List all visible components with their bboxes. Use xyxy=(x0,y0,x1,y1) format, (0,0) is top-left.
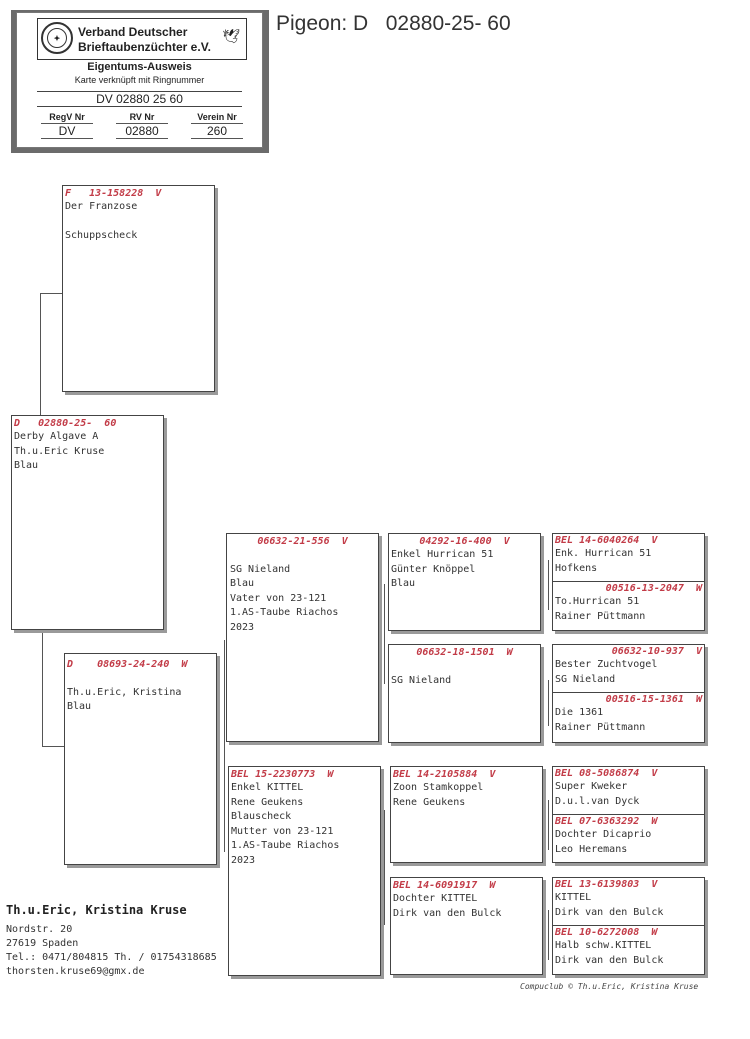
pigeon-box-ddd: BEL 14-6091917 W Dochter KITTEL Dirk van… xyxy=(390,877,543,975)
pigeon-icon: 🕊 xyxy=(222,29,240,45)
pigeon-details: Die 1361 Rainer Püttmann xyxy=(555,707,646,733)
pigeon-box-dsdd: 00516-15-1361 W Die 1361 Rainer Püttmann xyxy=(552,692,705,743)
connector-line xyxy=(42,746,64,747)
pigeon-details: Th.u.Eric, Kristina Blau xyxy=(67,686,182,713)
ring-number: 06632-10-937 V xyxy=(611,646,702,657)
pigeon-box-dddd: BEL 10-6272008 W Halb schw.KITTEL Dirk v… xyxy=(552,925,705,975)
ring-number: BEL 14-6091917 W xyxy=(393,880,496,891)
pigeon-details: KITTEL Dirk van den Bulck xyxy=(555,892,664,918)
ring-number: BEL 13-6139803 V xyxy=(555,879,658,890)
ring-number: D 02880-25- 60 xyxy=(14,418,117,429)
ring-number: BEL 15-2230773 W xyxy=(231,769,334,780)
pigeon-details: Super Kweker D.u.l.van Dyck xyxy=(555,781,640,807)
pigeon-box-ddsd: BEL 07-6363292 W Dochter Dicaprio Leo He… xyxy=(552,814,705,863)
card-col-header-verein: Verein Nr xyxy=(197,112,237,122)
ring-number: BEL 14-6040264 V xyxy=(555,535,658,546)
card-col-value-verein: 260 xyxy=(191,123,243,139)
pigeon-box-dam-sire: 06632-21-556 V SG Nieland Blau Vater von… xyxy=(226,533,379,742)
footer-credit: Compuclub © Th.u.Eric, Kristina Kruse xyxy=(520,982,699,991)
connector-line xyxy=(40,293,62,294)
ring-number: 06632-18-1501 W xyxy=(416,647,513,658)
connector-line xyxy=(548,560,549,610)
pigeon-details: Enkel Hurrican 51 Günter Knöppel Blau xyxy=(391,549,494,589)
pigeon-box-dds: BEL 14-2105884 V Zoon Stamkoppel Rene Ge… xyxy=(390,766,543,863)
ownership-card: ✦ Verband Deutscher Brieftaubenzüchter e… xyxy=(16,12,263,148)
pigeon-box-dam-dam: BEL 15-2230773 W Enkel KITTEL Rene Geuke… xyxy=(228,766,381,976)
ring-number: BEL 08-5086874 V xyxy=(555,768,658,779)
card-col-header-rv: RV Nr xyxy=(129,112,155,122)
pigeon-details: Dochter KITTEL Dirk van den Bulck xyxy=(393,893,502,919)
ring-number: BEL 10-6272008 W xyxy=(555,927,658,938)
pigeon-box-dsss: BEL 14-6040264 V Enk. Hurrican 51 Hofken… xyxy=(552,533,705,582)
pigeon-details: SG Nieland Blau Vater von 23-121 1.AS-Ta… xyxy=(230,563,339,633)
connector-line xyxy=(42,630,43,746)
ring-number: BEL 14-2105884 V xyxy=(393,769,496,780)
owner-street: Nordstr. 20 xyxy=(6,924,73,935)
pigeon-box-subject: D 02880-25- 60 Derby Algave A Th.u.Eric … xyxy=(11,415,164,630)
ring-number: 00516-15-1361 W xyxy=(605,694,702,705)
pigeon-details: Halb schw.KITTEL Dirk van den Bulck xyxy=(555,940,664,966)
pigeon-box-dsd: 06632-18-1501 W SG Nieland xyxy=(388,644,541,743)
owner-phone: Tel.: 0471/804815 Th. / 01754318685 xyxy=(6,952,217,963)
pigeon-details: SG Nieland xyxy=(391,674,452,686)
pigeon-box-ddss: BEL 08-5086874 V Super Kweker D.u.l.van … xyxy=(552,766,705,815)
pigeon-details: Enkel KITTEL Rene Geukens Blauscheck Mut… xyxy=(231,782,340,866)
card-header: ✦ Verband Deutscher Brieftaubenzüchter e… xyxy=(37,18,247,60)
ring-number: D 08693-24-240 W xyxy=(67,659,188,670)
ring-number: F 13-158228 V xyxy=(65,188,162,199)
connector-line xyxy=(384,810,385,925)
pigeon-details: Enk. Hurrican 51 Hofkens xyxy=(555,548,652,574)
connector-line xyxy=(384,584,385,684)
card-subtitle: Karte verknüpft mit Ringnummer xyxy=(74,75,205,85)
card-col-value-regv: DV xyxy=(41,123,93,139)
pigeon-box-ddds: BEL 13-6139803 V KITTEL Dirk van den Bul… xyxy=(552,877,705,926)
ring-number: 04292-16-400 V xyxy=(419,536,510,547)
association-logo: ✦ xyxy=(41,22,73,54)
connector-line xyxy=(548,800,549,850)
owner-city: 27619 Spaden xyxy=(6,938,79,949)
pigeon-box-dam: D 08693-24-240 W Th.u.Eric, Kristina Bla… xyxy=(64,653,217,865)
card-title: Eigentums-Ausweis xyxy=(87,61,192,73)
pigeon-box-dss: 04292-16-400 V Enkel Hurrican 51 Günter … xyxy=(388,533,541,631)
association-name-line2: Brieftaubenzüchter e.V. xyxy=(78,40,211,54)
ring-number: 06632-21-556 V xyxy=(257,536,348,547)
card-col-header-regv: RegV Nr xyxy=(49,112,85,122)
pigeon-details: To.Hurrican 51 Rainer Püttmann xyxy=(555,596,646,622)
page-title: Pigeon: D 02880-25- 60 xyxy=(276,12,511,35)
pigeon-box-sire: F 13-158228 V Der Franzose Schuppscheck xyxy=(62,185,215,392)
owner-email: thorsten.kruse69@gmx.de xyxy=(6,966,145,977)
association-name-line1: Verband Deutscher xyxy=(78,25,188,39)
connector-line xyxy=(548,680,549,726)
pigeon-box-dssd: 00516-13-2047 W To.Hurrican 51 Rainer Pü… xyxy=(552,581,705,631)
card-ring-number: DV 02880 25 60 xyxy=(37,91,242,107)
connector-line xyxy=(40,293,41,415)
pigeon-details: Zoon Stamkoppel Rene Geukens xyxy=(393,782,484,808)
connector-line xyxy=(548,910,549,960)
ring-number: BEL 07-6363292 W xyxy=(555,816,658,827)
pigeon-details: Derby Algave A Th.u.Eric Kruse Blau xyxy=(14,431,105,471)
pigeon-details: Der Franzose Schuppscheck xyxy=(65,201,138,241)
card-col-value-rv: 02880 xyxy=(116,123,168,139)
pigeon-details: Bester Zuchtvogel SG Nieland xyxy=(555,659,658,685)
pigeon-box-dsds: 06632-10-937 V Bester Zuchtvogel SG Niel… xyxy=(552,644,705,693)
connector-line xyxy=(224,640,225,852)
ring-number: 00516-13-2047 W xyxy=(605,583,702,594)
owner-name: Th.u.Eric, Kristina Kruse xyxy=(6,903,187,917)
pigeon-details: Dochter Dicaprio Leo Heremans xyxy=(555,829,652,855)
